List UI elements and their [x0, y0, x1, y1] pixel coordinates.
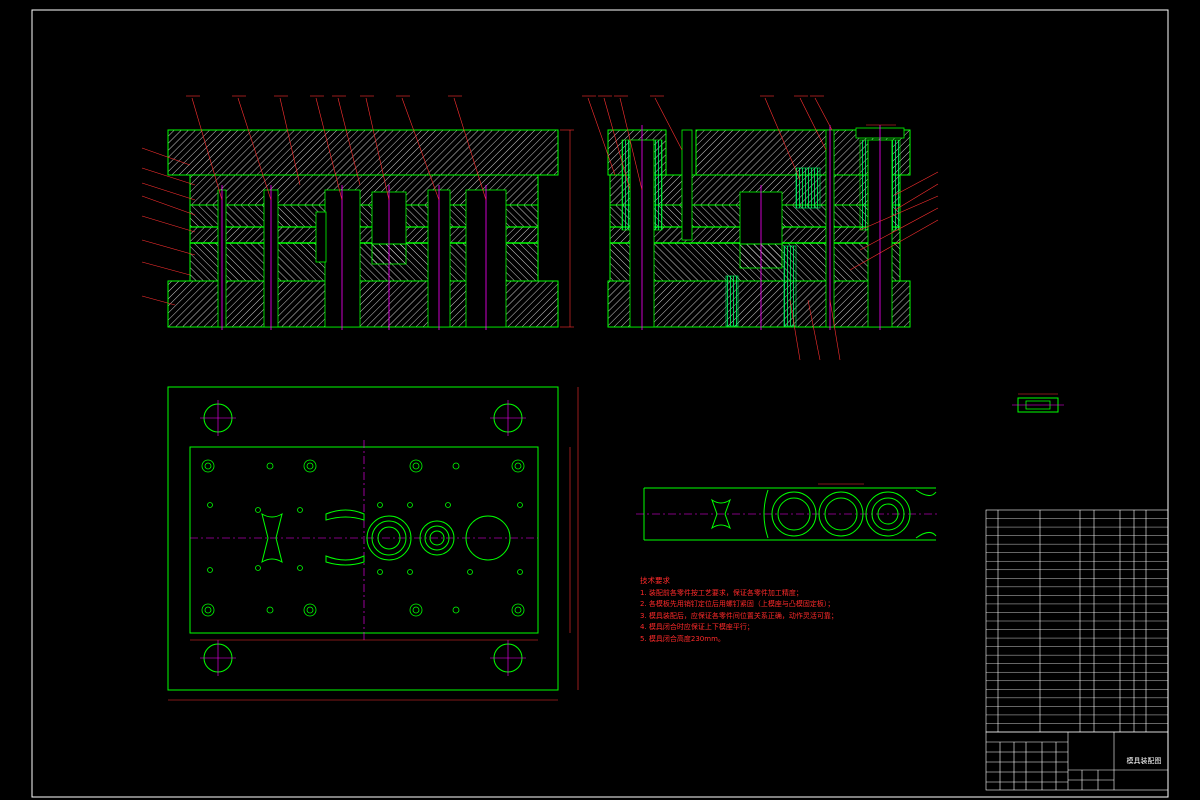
- plan-view: [167, 386, 579, 701]
- parts-list-rows: [986, 518, 1168, 724]
- part-detail: [1012, 393, 1064, 413]
- strip-layout: [636, 483, 940, 541]
- front-section-view: [141, 95, 574, 330]
- outer-frame: [31, 9, 1169, 798]
- drawing-title: 模具装配图: [1126, 757, 1162, 765]
- technical-requirements: 技术要求 1. 装配前各零件按工艺要求，保证各零件加工精度； 2. 各模板先用销…: [640, 575, 838, 645]
- note-item-1: 1. 装配前各零件按工艺要求，保证各零件加工精度；: [640, 588, 803, 597]
- side-section-view: [582, 95, 939, 361]
- note-item-2: 2. 各模板先用销钉定位后用螺钉紧固（上模座与凸模固定板）；: [640, 600, 835, 608]
- title-block: [985, 731, 1169, 791]
- notes-title: 技术要求: [640, 576, 670, 585]
- note-item-5: 5. 模具闭合高度230mm。: [640, 634, 725, 643]
- note-item-4: 4. 模具闭合时应保证上下模座平行；: [640, 623, 754, 631]
- note-item-3: 3. 模具装配后，应保证各零件间位置关系正确，动作灵活可靠；: [640, 611, 838, 620]
